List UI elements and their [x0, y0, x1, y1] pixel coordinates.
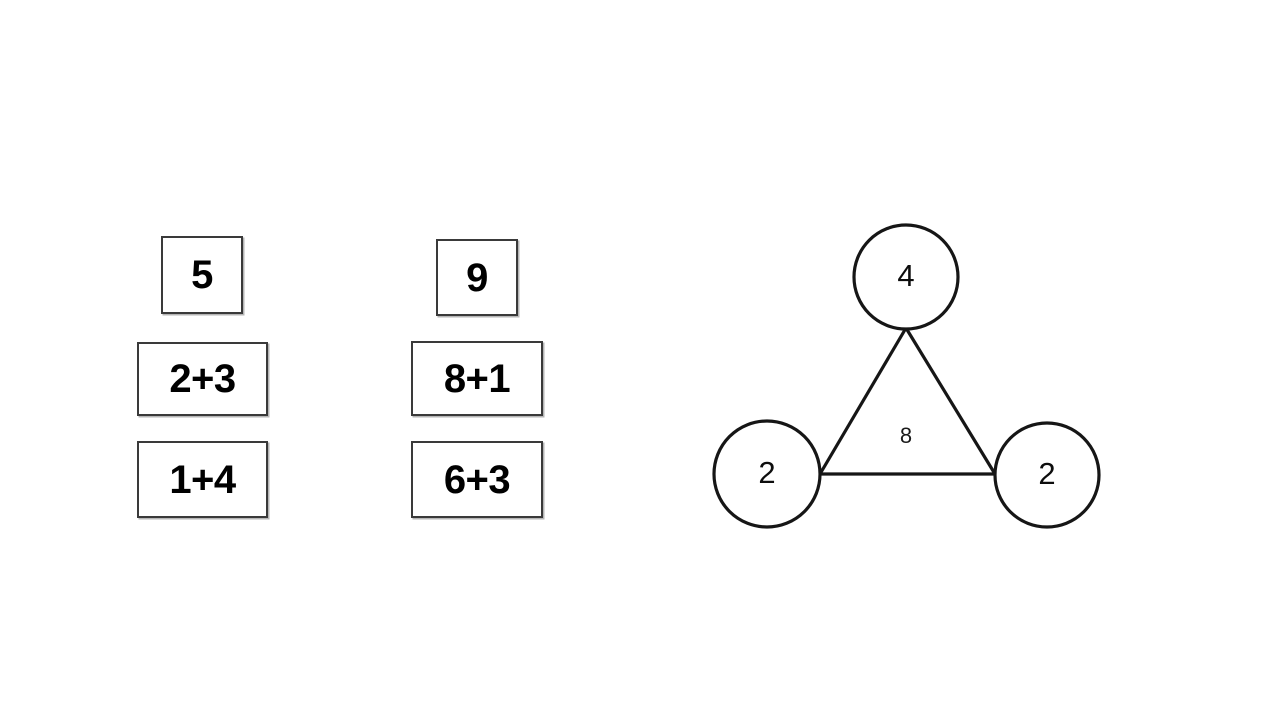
answer-card-right[interactable]: 9: [436, 239, 518, 316]
graph-nodes: [712, 223, 1101, 529]
edge-top-bottomleft: [818, 327, 908, 475]
graph-edges: [818, 327, 997, 476]
graph-node-labels: 4 2 2: [758, 258, 1055, 491]
node-circle-top[interactable]: [852, 223, 960, 331]
answer-card-left[interactable]: 5: [161, 236, 243, 314]
option-card-right-1[interactable]: 8+1: [411, 341, 543, 416]
node-label-bottom-right: 2: [1038, 456, 1055, 491]
node-circle-bottom-left[interactable]: [712, 419, 822, 529]
option-card-left-2[interactable]: 1+4: [137, 441, 268, 518]
answer-card-right-label: 9: [466, 255, 488, 300]
triangle-number-graph: 4 2 2 8: [690, 200, 1130, 550]
option-card-right-2-label: 6+3: [443, 457, 511, 502]
option-card-left-1[interactable]: 2+3: [137, 342, 268, 416]
option-card-right-1-label: 8+1: [443, 356, 511, 401]
triangle-center-label: 8: [900, 423, 912, 448]
edge-top-bottomright: [904, 327, 997, 475]
option-card-left-2-label: 1+4: [169, 457, 236, 502]
answer-card-left-label: 5: [191, 253, 213, 297]
option-card-left-1-label: 2+3: [169, 357, 236, 401]
option-card-right-2[interactable]: 6+3: [411, 441, 543, 518]
node-label-bottom-left: 2: [758, 455, 775, 490]
node-label-top: 4: [897, 258, 914, 293]
node-circle-bottom-right[interactable]: [993, 421, 1101, 529]
